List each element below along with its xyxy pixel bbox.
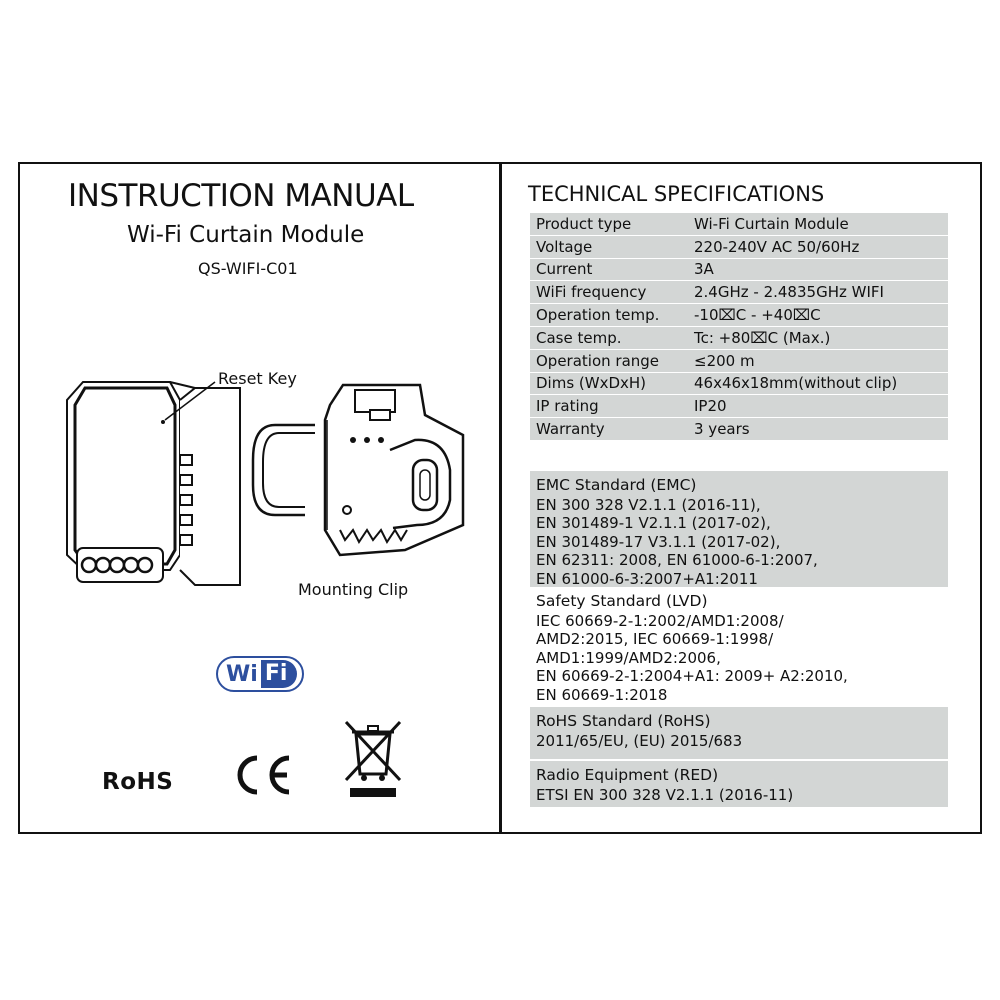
spec-key: IP rating [536, 397, 599, 416]
manual-title: INSTRUCTION MANUAL [68, 178, 414, 214]
standard-body: IEC 60669-2-1:2002/AMD1:2008/ AMD2:2015,… [536, 612, 848, 704]
table-row: Voltage 220-240V AC 50/60Hz [530, 235, 948, 259]
standard-block-red: Radio Equipment (RED) ETSI EN 300 328 V2… [530, 759, 948, 807]
spec-value: -10⌧C - +40⌧C [694, 306, 821, 325]
reset-key-label: Reset Key [218, 369, 297, 388]
spec-key: Voltage [536, 237, 593, 256]
wifi-logo-wi: Wi [226, 661, 258, 687]
table-row: Case temp. Tc: +80⌧C (Max.) [530, 326, 948, 350]
standards-table: EMC Standard (EMC) EN 300 328 V2.1.1 (20… [530, 471, 948, 807]
spec-key: WiFi frequency [536, 283, 647, 302]
spec-key: Current [536, 260, 593, 279]
standard-block-rohs: RoHS Standard (RoHS) 2011/65/EU, (EU) 20… [530, 707, 948, 759]
panel-divider [499, 162, 502, 834]
table-row: Current 3A [530, 258, 948, 282]
ce-mark-icon [237, 755, 290, 795]
module-illustration [66, 381, 241, 586]
tech-specs-title: TECHNICAL SPECIFICATIONS [528, 182, 825, 206]
spec-value: 46x46x18mm(without clip) [694, 374, 898, 393]
table-row: Dims (WxDxH) 46x46x18mm(without clip) [530, 372, 948, 396]
table-row: Product type Wi-Fi Curtain Module [530, 213, 948, 236]
spec-value: ≤200 m [694, 351, 755, 370]
mounting-clip-illustration [251, 383, 465, 557]
spec-key: Dims (WxDxH) [536, 374, 647, 393]
wifi-logo-fi: Fi [260, 660, 298, 688]
spec-value: 2.4GHz - 2.4835GHz WIFI [694, 283, 884, 302]
spec-value: IP20 [694, 397, 727, 416]
table-row: IP rating IP20 [530, 395, 948, 419]
spec-key: Case temp. [536, 328, 622, 347]
standard-heading: Radio Equipment (RED) [536, 766, 719, 784]
standard-block-emc: EMC Standard (EMC) EN 300 328 V2.1.1 (20… [530, 471, 948, 588]
standard-heading: Safety Standard (LVD) [536, 592, 708, 610]
table-row: Operation range ≤200 m [530, 349, 948, 373]
rohs-logo: RoHS [102, 769, 174, 795]
table-row: WiFi frequency 2.4GHz - 2.4835GHz WIFI [530, 281, 948, 305]
model-number: QS-WIFI-C01 [198, 259, 298, 278]
spec-value: 220-240V AC 50/60Hz [694, 237, 860, 256]
standard-block-lvd: Safety Standard (LVD) IEC 60669-2-1:2002… [530, 587, 948, 707]
spec-table: Product type Wi-Fi Curtain Module Voltage… [530, 213, 948, 441]
mounting-clip-label: Mounting Clip [298, 580, 409, 599]
table-row: Operation temp. -10⌧C - +40⌧C [530, 304, 948, 327]
spec-key: Operation temp. [536, 306, 660, 325]
spec-value: Wi-Fi Curtain Module [694, 214, 849, 233]
spec-key: Operation range [536, 351, 660, 370]
spec-value: Tc: +80⌧C (Max.) [694, 328, 831, 347]
spec-key: Product type [536, 214, 632, 233]
spec-value: 3A [694, 260, 714, 279]
standard-heading: EMC Standard (EMC) [536, 476, 697, 494]
wifi-logo: Wi Fi [216, 656, 304, 692]
standard-body: ETSI EN 300 328 V2.1.1 (2016-11) [536, 786, 794, 804]
standard-body: EN 300 328 V2.1.1 (2016-11), EN 301489-1… [536, 496, 818, 588]
spec-value: 3 years [694, 420, 750, 439]
product-subtitle: Wi-Fi Curtain Module [127, 222, 365, 248]
standard-heading: RoHS Standard (RoHS) [536, 712, 711, 730]
table-row: Warranty 3 years [530, 418, 948, 441]
spec-key: Warranty [536, 420, 605, 439]
standard-body: 2011/65/EU, (EU) 2015/683 [536, 732, 743, 750]
weee-crossed-bin-icon [344, 720, 402, 797]
